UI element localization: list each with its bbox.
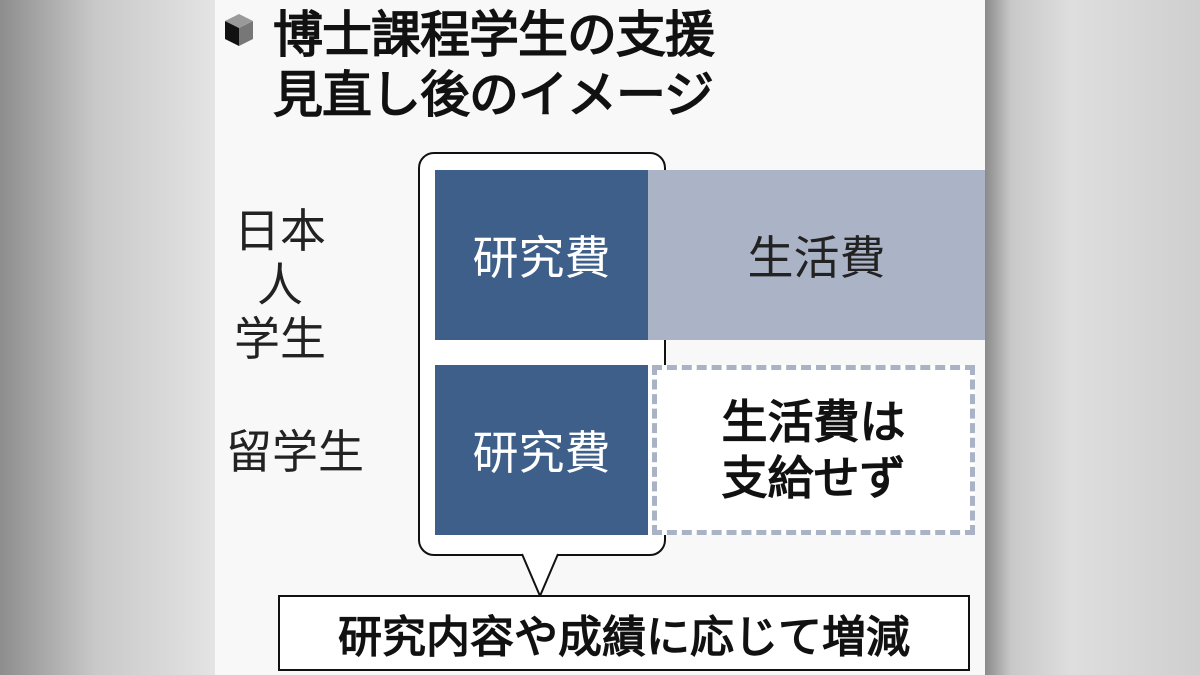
no-living-cost-line-2: 支給せず [721,451,906,505]
note-box: 研究内容や成績に応じて増減 [278,595,970,671]
row-label-international-students: 留学生 [226,425,364,479]
infographic-panel: 博士課程学生の支援 見直し後のイメージ 日本人 学生 研究費 生活費 留学生 研… [215,0,985,675]
label-line: 日本人 [234,204,326,312]
label-line: 学生 [234,312,326,366]
living-cost-box-japanese: 生活費 [648,170,985,340]
title-line-2: 見直し後のイメージ [273,66,714,124]
right-background [985,0,1200,675]
title-line-1: 博士課程学生の支援 [273,6,715,64]
callout-pointer [521,552,559,598]
no-living-cost-line-1: 生活費は [721,395,906,449]
research-cost-box-japanese: 研究費 [435,170,648,340]
no-living-cost-box: 生活費は 支給せず [652,365,975,535]
research-cost-box-international: 研究費 [435,365,648,535]
row-label-japanese-students: 日本人 学生 [225,204,335,366]
cube-icon [225,14,253,46]
